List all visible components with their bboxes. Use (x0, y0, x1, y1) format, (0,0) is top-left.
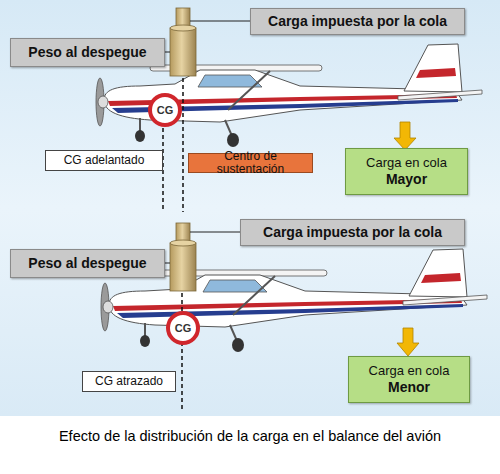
tail-load-arrow (394, 122, 416, 150)
weight-cylinder (170, 8, 196, 291)
weight-cylinder (170, 25, 196, 31)
cg-circle: CG (147, 92, 183, 128)
node-text: Carga impuesta por la cola (263, 225, 442, 240)
cg-position-label: CG adelantado (45, 150, 163, 171)
node-text: Carga en cola (366, 156, 447, 170)
node-text: CG (157, 104, 174, 116)
node-text: Centro de sustentación (189, 150, 312, 176)
dashed-reference-line (163, 78, 183, 412)
leader-line (190, 21, 250, 22)
weight-cylinder (170, 240, 196, 246)
weight-cylinder (170, 28, 196, 76)
lift-center-label: Centro de sustentación (188, 153, 313, 173)
tail-load-arrow (397, 328, 419, 356)
node-text: Carga impuesta por la cola (268, 14, 447, 29)
cg-circle: CG (165, 310, 201, 346)
dashed-reference-line (181, 293, 183, 412)
tail-load-box: Carga en colaMenor (348, 356, 470, 403)
dashed-reference-line (182, 78, 184, 212)
leader-line (165, 52, 170, 53)
weight-label: Peso al despegue (10, 249, 165, 278)
leader-line (190, 232, 240, 233)
tail-load-label: Carga impuesta por la cola (240, 219, 465, 246)
node-text: Mayor (386, 172, 427, 187)
leader-line (165, 263, 170, 264)
tail-load-box: Carga en colaMayor (345, 148, 468, 195)
cg-ring (168, 313, 198, 343)
cg-position-label: CG atrazado (82, 371, 176, 392)
node-text: CG adelantado (64, 154, 145, 167)
weight-cylinder (170, 243, 196, 291)
sky-background (0, 0, 500, 416)
node-text: Peso al despegue (28, 45, 146, 60)
node-text: Carga en cola (369, 364, 450, 378)
node-text: CG atrazado (95, 375, 163, 388)
weight-label: Peso al despegue (10, 38, 165, 67)
node-text: Menor (388, 380, 430, 395)
tail-load-label: Carga impuesta por la cola (250, 8, 465, 35)
leader-line (165, 21, 250, 263)
cg-ring (150, 95, 180, 125)
node-text: Peso al despegue (28, 256, 146, 271)
figure-caption: Efecto de la distribución de la carga en… (0, 428, 500, 444)
node-text: CG (175, 322, 192, 334)
